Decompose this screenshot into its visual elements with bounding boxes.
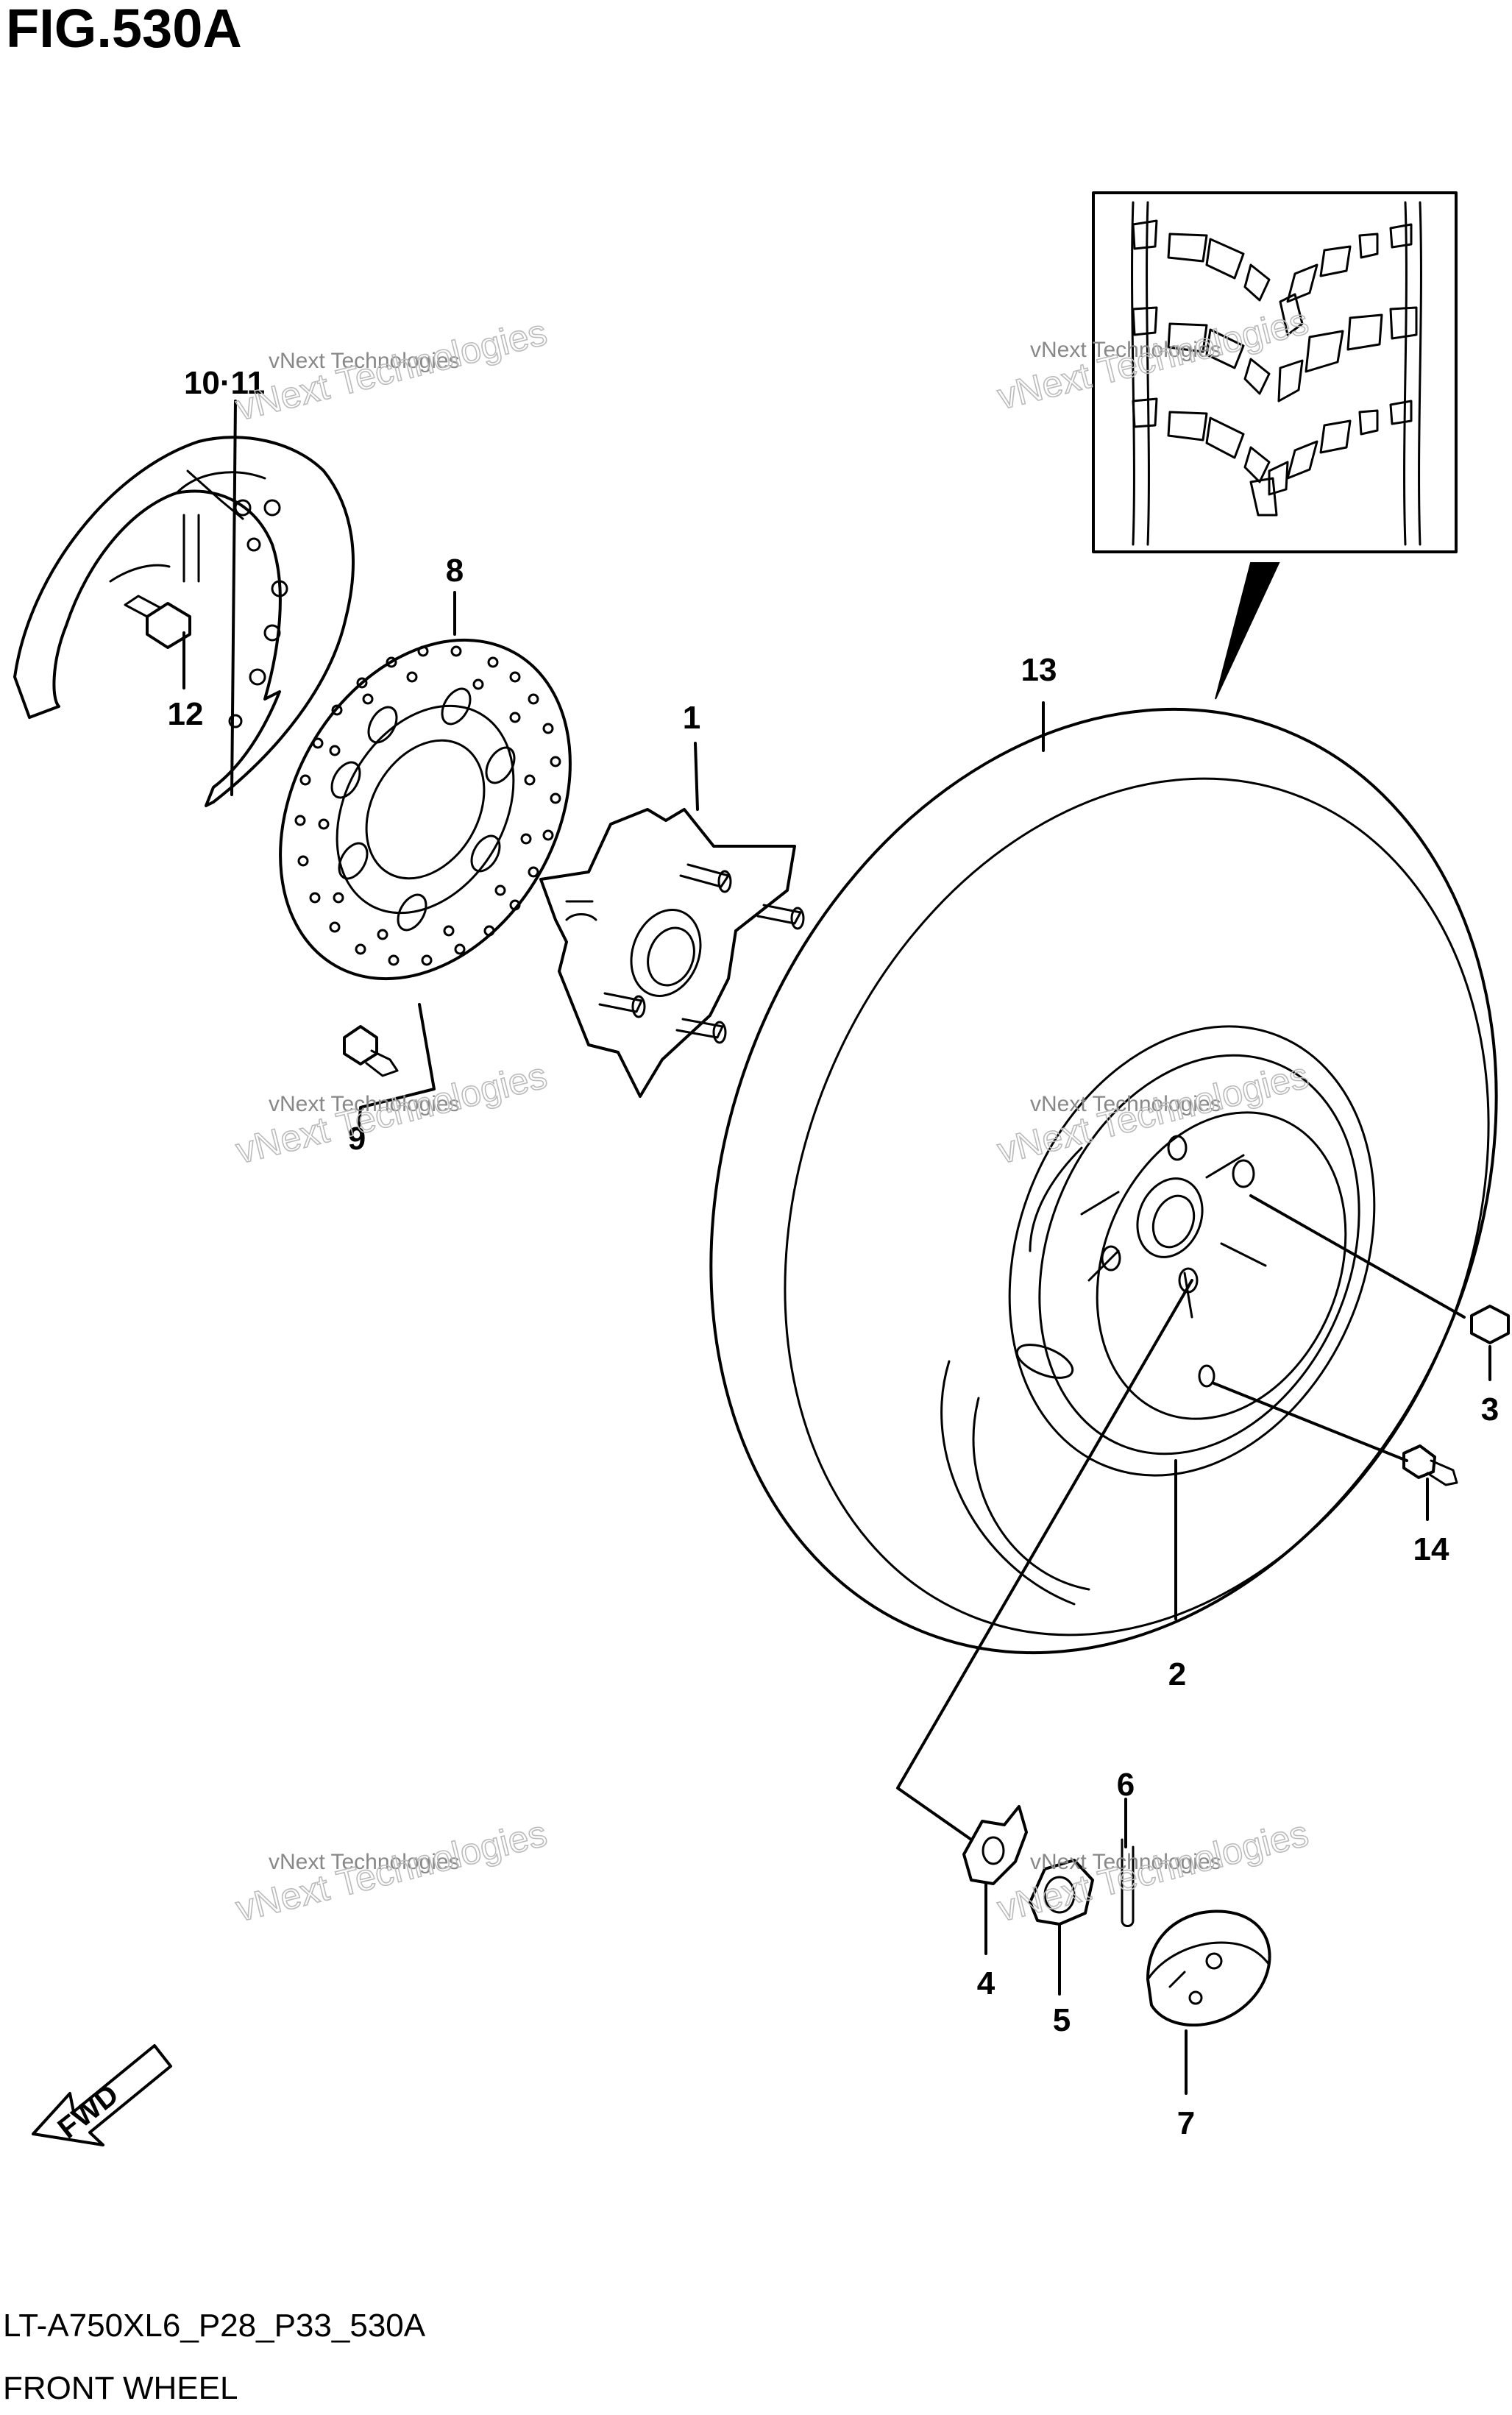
callout-1: 1 bbox=[683, 700, 700, 736]
callout-14: 14 bbox=[1413, 1531, 1449, 1567]
figure-name: FRONT WHEEL bbox=[3, 2370, 238, 2406]
figure-code: LT-A750XL6_P28_P33_530A bbox=[3, 2308, 426, 2344]
callout-4: 4 bbox=[977, 1965, 995, 2001]
callout-7: 7 bbox=[1177, 2105, 1195, 2141]
callout-8: 8 bbox=[446, 553, 464, 589]
tire-wheel-assembly bbox=[709, 707, 1498, 1655]
callout-13: 13 bbox=[1021, 652, 1057, 688]
leader-lines bbox=[182, 400, 1491, 2095]
tread-inset-frame bbox=[1092, 191, 1458, 553]
figure-title: FIG.530A bbox=[6, 0, 242, 59]
callout-labels: 1 2 3 4 5 6 7 8 9 10·11 12 13 14 bbox=[168, 365, 1499, 2141]
callout-2: 2 bbox=[1168, 1656, 1186, 1692]
hub-cap-7 bbox=[1146, 1909, 1271, 2026]
watermark-text: vNext Technologies bbox=[1030, 1850, 1221, 1874]
wheel-nut-3 bbox=[1470, 1305, 1510, 1344]
callout-3: 3 bbox=[1481, 1391, 1499, 1428]
valve-14 bbox=[1402, 1444, 1458, 1486]
bolt-9 bbox=[343, 1025, 399, 1077]
washer-4 bbox=[962, 1805, 1028, 1885]
brake-disc bbox=[279, 638, 572, 981]
bolt-12 bbox=[124, 595, 191, 649]
watermark-text: vNext Technologies bbox=[269, 1850, 460, 1874]
callout-9: 9 bbox=[348, 1121, 366, 1157]
callout-12: 12 bbox=[168, 696, 204, 732]
watermark-text: vNext Technologies bbox=[1030, 338, 1221, 362]
watermark-text: vNext Technologies bbox=[269, 1092, 460, 1116]
brake-disc-cover bbox=[13, 436, 355, 807]
callout-6: 6 bbox=[1117, 1767, 1135, 1803]
watermark-text: vNext Technologies bbox=[269, 349, 460, 373]
watermark-text: vNext Technologies bbox=[1030, 1092, 1221, 1116]
inset-pointer-icon bbox=[1215, 562, 1280, 700]
cotter-pin-6 bbox=[1121, 1838, 1135, 1927]
wheel-hub bbox=[539, 808, 805, 1098]
fwd-arrow-icon: FWD bbox=[32, 2044, 172, 2146]
callout-10-11: 10·11 bbox=[184, 365, 265, 401]
callout-5: 5 bbox=[1053, 2002, 1071, 2038]
castle-nut-5 bbox=[1029, 1859, 1094, 1926]
tread-detail-inset bbox=[1092, 191, 1458, 700]
